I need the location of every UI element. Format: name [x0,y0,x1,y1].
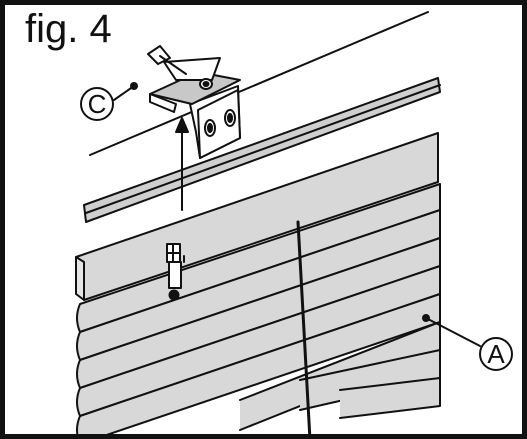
mounting-bracket [147,45,241,159]
callout-c-label: C [88,89,107,119]
callout-c-dot [130,82,138,90]
figure-title: fig. 4 [25,7,112,51]
callout-c-leader [113,85,135,101]
blind-installation-diagram: C A [75,11,513,434]
blind-slats [76,183,441,434]
callout-a-label: A [487,339,505,369]
callout-c: C [80,87,114,121]
valance-end [75,256,85,301]
headrail-inner-edge [85,84,441,214]
valance-clip [166,243,185,301]
callout-a-leader [425,317,481,347]
callout-a: A [479,337,513,371]
ceiling-line [89,11,429,156]
ladder-cord [296,220,312,434]
arrow-head [175,117,189,133]
callout-a-dot [422,314,430,322]
